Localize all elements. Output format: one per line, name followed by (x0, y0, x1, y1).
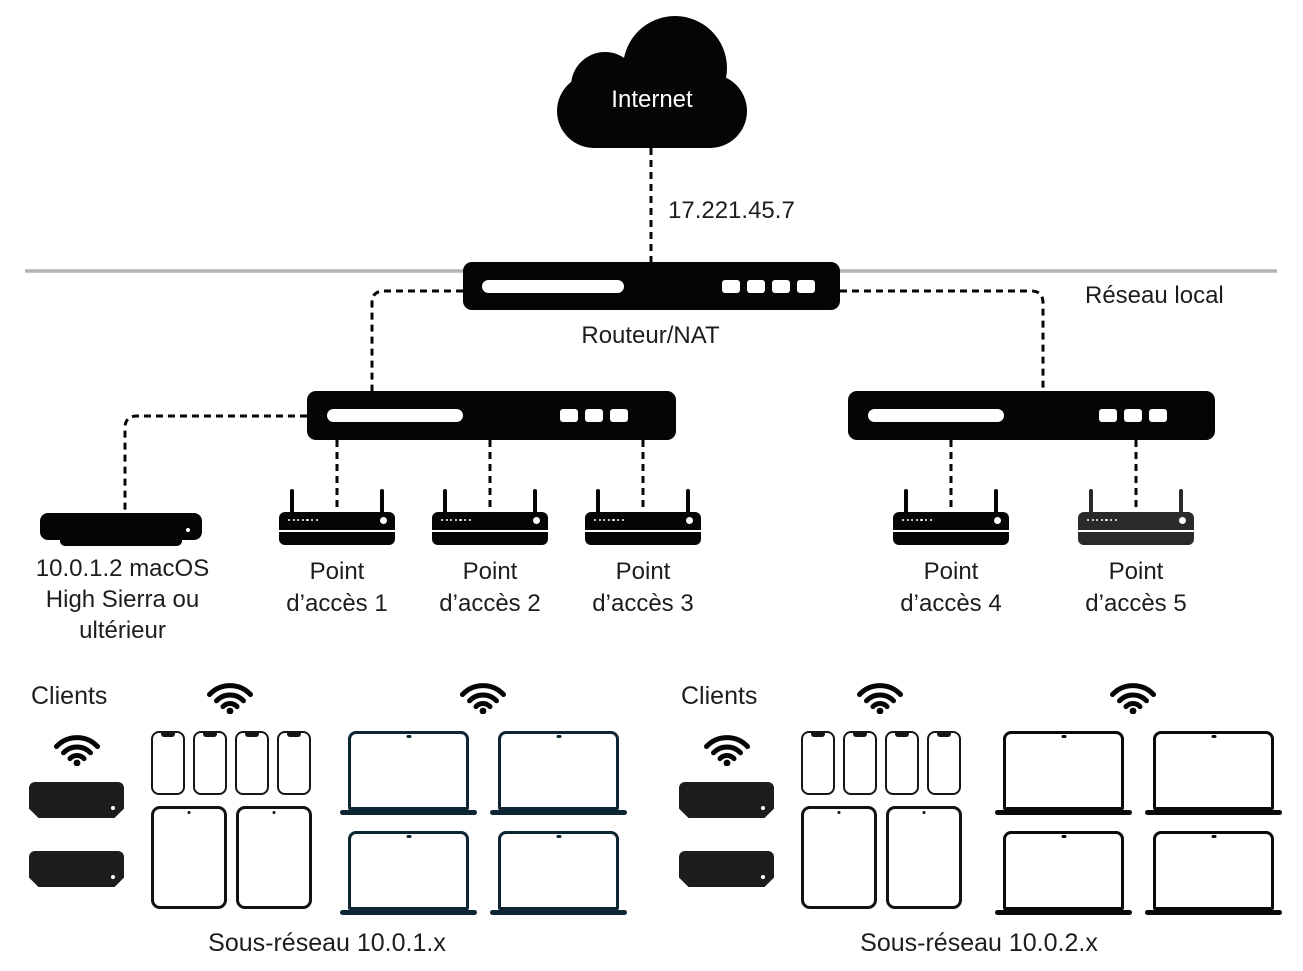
access-point-5-icon (1078, 489, 1194, 545)
laptop-icon (490, 731, 627, 815)
switch2-slot (868, 409, 1004, 422)
access-point-1-icon (279, 489, 395, 545)
wire-router-switch2 (840, 289, 1045, 391)
laptop-icon (995, 731, 1132, 815)
tablet-icon (236, 806, 312, 909)
subnet2-clients-label: Clients (681, 682, 758, 710)
phone-icon (277, 731, 311, 795)
phone-icon (843, 731, 877, 795)
tablet-icon (151, 806, 227, 909)
wifi-icon (54, 735, 100, 766)
access-point-5-label: Point d’accès 5 (1085, 558, 1187, 617)
macos-server-icon (40, 513, 202, 546)
subnet1-clients-label: Clients (31, 682, 108, 710)
switch2-device (848, 391, 1215, 440)
access-point-1-label: Point d’accès 1 (286, 558, 388, 617)
wire-router-switch1 (370, 289, 463, 391)
wifi-icon (704, 735, 750, 766)
settop-box-icon (29, 851, 124, 887)
subnet1-clients-group: Clients (21, 678, 631, 918)
internet-cloud-icon (557, 16, 747, 148)
switch1-slot (327, 409, 463, 422)
switch2-ports (1099, 409, 1167, 422)
access-point-3-label: Point d’accès 3 (592, 558, 694, 617)
laptop-icon (995, 831, 1132, 915)
tablet-icon (801, 806, 877, 909)
laptop-icon (340, 831, 477, 915)
internet-label: Internet (611, 86, 693, 113)
settop-box-icon (29, 782, 124, 818)
switch1-ports (560, 409, 628, 422)
wifi-icon (207, 683, 253, 714)
access-point-4-label: Point d’accès 4 (900, 558, 1002, 617)
subnet2-label: Sous-réseau 10.0.2.x (860, 929, 1098, 957)
subnet2-clients-group: Clients (671, 678, 1282, 918)
laptop-icon (1145, 731, 1282, 815)
wifi-icon (1110, 683, 1156, 714)
public-ip-label: 17.221.45.7 (668, 197, 795, 224)
macos-server-label: 10.0.1.2 macOS High Sierra ou ultérieur (35, 555, 210, 644)
phone-icon (801, 731, 835, 795)
wifi-icon (857, 683, 903, 714)
laptop-icon (490, 831, 627, 915)
access-point-2-icon (432, 489, 548, 545)
phone-icon (927, 731, 961, 795)
router-label: Routeur/NAT (581, 322, 720, 349)
access-point-3-icon (585, 489, 701, 545)
router-device (463, 262, 840, 310)
tablet-icon (886, 806, 962, 909)
phone-icon (151, 731, 185, 795)
router-slot (482, 279, 624, 293)
switch1-device (307, 391, 676, 440)
phone-icon (193, 731, 227, 795)
access-point-2-label: Point d’accès 2 (439, 558, 541, 617)
lan-label: Réseau local (1085, 282, 1224, 309)
router-ports (722, 279, 815, 293)
wifi-icon (460, 683, 506, 714)
access-point-4-icon (893, 489, 1009, 545)
laptop-icon (340, 731, 477, 815)
subnet1-label: Sous-réseau 10.0.1.x (208, 929, 446, 957)
laptop-icon (1145, 831, 1282, 915)
settop-box-icon (679, 782, 774, 818)
wire-switch1-server (123, 414, 307, 513)
settop-box-icon (679, 851, 774, 887)
phone-icon (235, 731, 269, 795)
phone-icon (885, 731, 919, 795)
